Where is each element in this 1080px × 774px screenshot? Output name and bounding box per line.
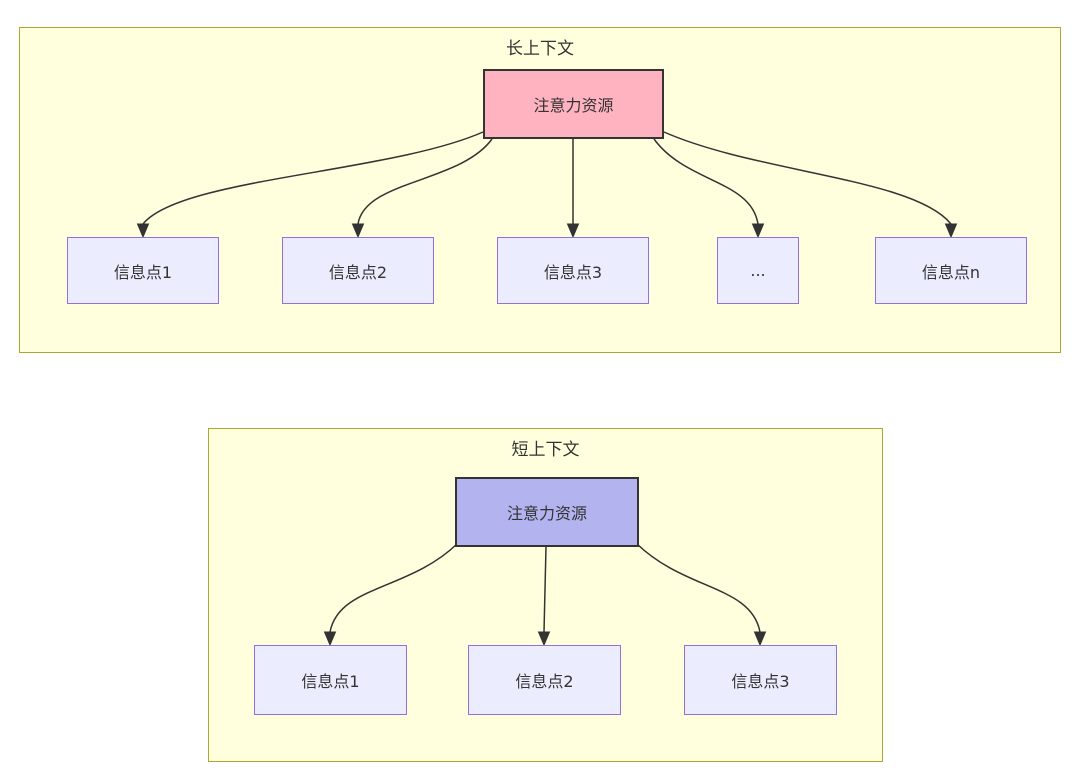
info-label: 信息点2 [515,672,574,691]
edge-arrow [543,546,547,633]
info-node: ... [717,237,799,304]
edge-arrow [663,131,952,225]
edge-arrow [635,542,761,633]
attention-node-short: 注意力资源 [455,477,639,547]
info-node: 信息点3 [684,645,837,715]
info-label: 信息点1 [301,672,360,691]
edge-arrow [329,542,459,633]
attention-label-long: 注意力资源 [533,96,614,115]
edge-arrow [357,138,493,225]
arrowhead [323,631,337,647]
info-label: 信息点2 [328,262,388,282]
group-title-long: 长上下文 [506,39,574,59]
group-short-context: 短上下文 注意力资源 信息点1 信息点2 信息点3 [208,428,883,762]
info-label: ... [750,261,766,280]
arrowhead [753,631,767,647]
info-label: 信息点3 [731,672,790,691]
info-label: 信息点1 [113,262,173,282]
info-label: 信息点3 [543,262,603,282]
info-node: 信息点2 [282,237,434,304]
arrowhead [136,223,150,239]
arrowhead [566,223,580,239]
info-label: 信息点n [921,262,981,282]
group-long-context: 长上下文 注意力资源 信息点1 信息点2 信息点3 ... 信息点n [19,27,1061,353]
edge-arrow [142,131,484,225]
arrowhead [751,223,765,239]
attention-label-short: 注意力资源 [506,504,587,523]
info-node: 信息点1 [254,645,407,715]
edge-arrow [653,138,759,225]
info-node: 信息点2 [468,645,621,715]
info-node: 信息点3 [497,237,649,304]
group-title-short: 短上下文 [511,440,580,460]
arrowhead [537,631,551,647]
arrowhead [351,223,365,239]
attention-node-long: 注意力资源 [483,69,664,139]
info-node: 信息点n [875,237,1027,304]
arrowhead [944,223,958,239]
info-node: 信息点1 [67,237,219,304]
